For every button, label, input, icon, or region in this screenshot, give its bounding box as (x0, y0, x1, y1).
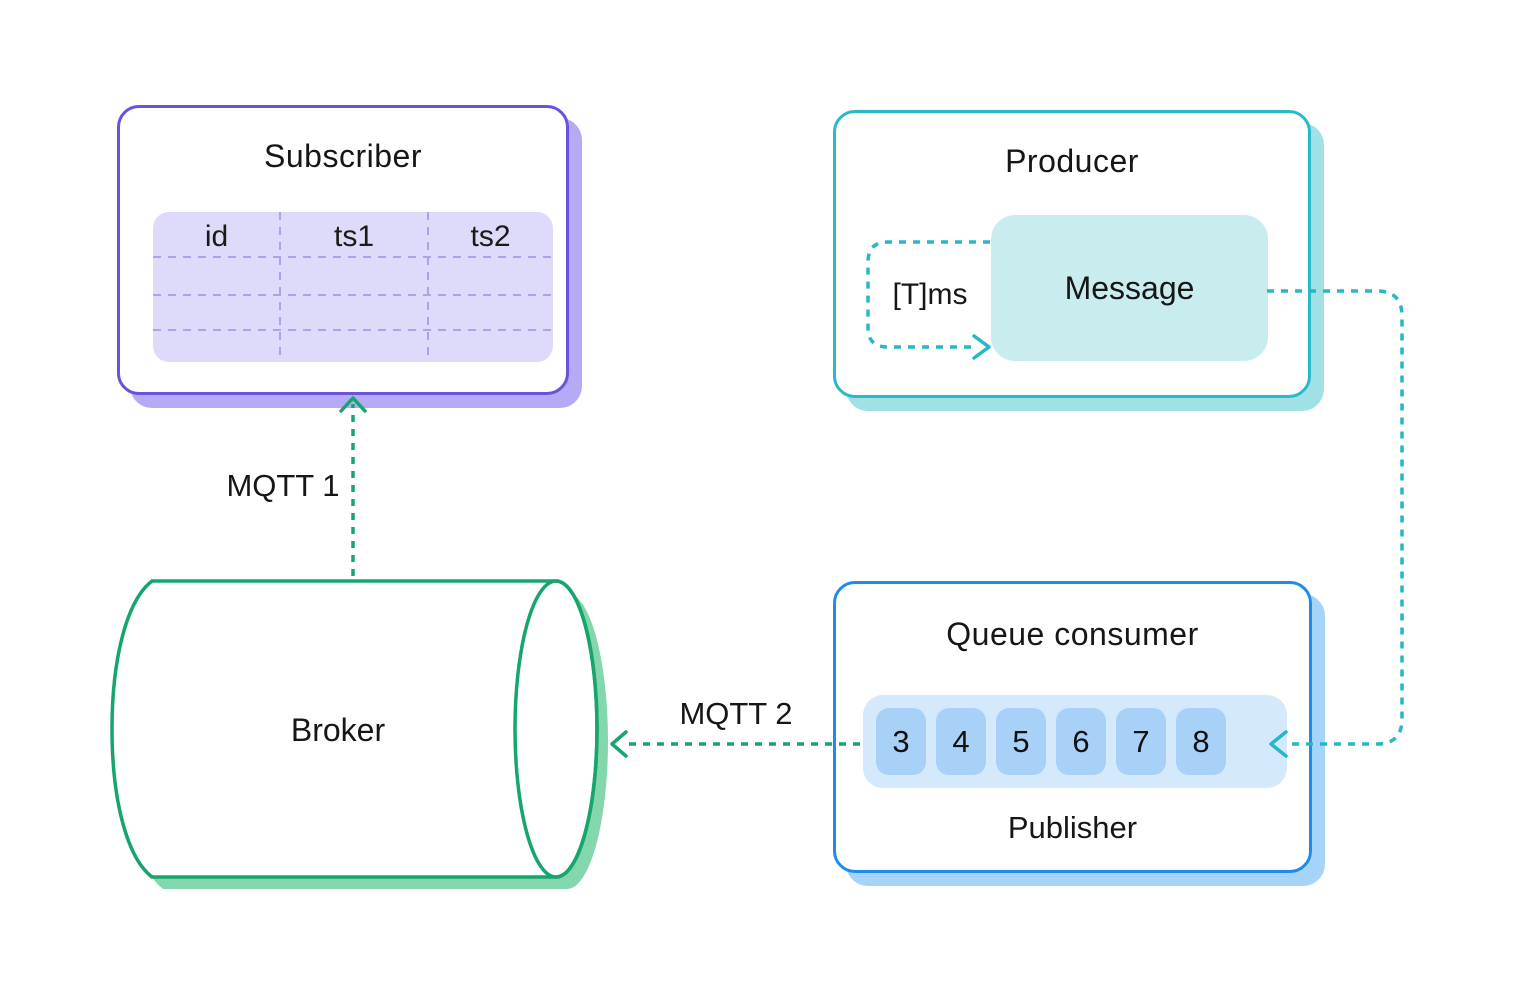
table-column-header-ts2: ts2 (470, 220, 511, 253)
queue-item: 4 (936, 708, 986, 775)
queue-strip: 3 4 5 6 7 8 (863, 695, 1287, 788)
broker-cylinder-face (513, 579, 599, 879)
queue-consumer-box: Queue consumer 3 4 5 6 7 8 Publisher (833, 581, 1312, 873)
message-label: Message (1064, 269, 1195, 306)
queue-cells: 3 4 5 6 7 8 (876, 708, 1226, 775)
queue-item: 7 (1116, 708, 1166, 775)
interval-label: [T]ms (892, 278, 968, 311)
broker-label: Broker (290, 712, 386, 748)
mqtt2-label: MQTT 2 (679, 696, 793, 731)
queue-item: 6 (1056, 708, 1106, 775)
publisher-label: Publisher (1007, 810, 1138, 845)
mqtt1-arrowhead-up-icon (339, 396, 367, 413)
table-column-divider (427, 212, 429, 362)
queue-item: 8 (1176, 708, 1226, 775)
table-column-divider (279, 212, 281, 362)
message-box: Message (991, 215, 1268, 361)
table-column-header-id: id (204, 220, 229, 253)
table-row-divider (153, 294, 553, 296)
subscriber-title: Subscriber (264, 138, 422, 174)
producer-box: Producer [T]ms Message (833, 110, 1311, 398)
table-row-divider (153, 329, 553, 331)
table-column-header-ts1: ts1 (333, 220, 375, 253)
queue-item: 5 (996, 708, 1046, 775)
queue-consumer-title: Queue consumer (946, 616, 1199, 652)
subscriber-box: Subscriber id ts1 ts2 (117, 105, 569, 395)
subscriber-table: id ts1 ts2 (153, 212, 553, 362)
mqtt2-arrowhead-left-icon (610, 730, 628, 758)
table-row-divider (153, 256, 553, 258)
mqtt1-label: MQTT 1 (226, 468, 340, 503)
producer-title: Producer (1005, 143, 1139, 179)
queue-item: 3 (876, 708, 926, 775)
